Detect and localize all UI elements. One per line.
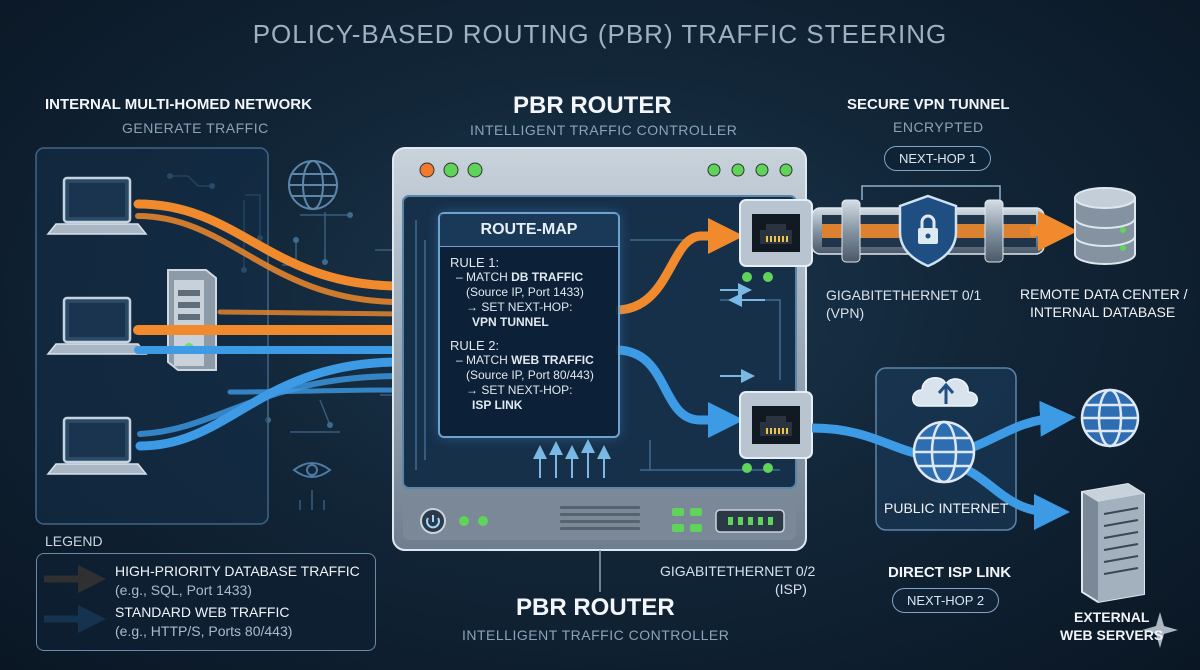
nexthop1-bracket bbox=[861, 185, 1001, 200]
route-map-header: ROUTE-MAP bbox=[440, 214, 618, 247]
globe-icon bbox=[288, 160, 338, 210]
server-tower-icon bbox=[167, 269, 217, 371]
router-title-top: PBR ROUTER bbox=[513, 92, 672, 119]
nexthop1-badge: NEXT-HOP 1 bbox=[884, 146, 992, 171]
interface-g02-label: GIGABITETHERNET 0/2 bbox=[660, 563, 816, 579]
nexthop2-badge: NEXT-HOP 2 bbox=[892, 588, 1000, 613]
external-line1: EXTERNAL bbox=[1074, 609, 1150, 625]
router-subtitle-top: INTELLIGENT TRAFFIC CONTROLLER bbox=[470, 122, 738, 138]
remote-dc-line2: INTERNAL DATABASE bbox=[1030, 304, 1176, 320]
legend-web-label: STANDARD WEB TRAFFIC bbox=[115, 604, 290, 620]
rule2-set: → SET NEXT-HOP: bbox=[466, 383, 573, 397]
internal-network-subtitle: GENERATE TRAFFIC bbox=[122, 120, 269, 136]
router-title-bottom: PBR ROUTER bbox=[516, 594, 675, 621]
rule1-title: RULE 1: bbox=[450, 255, 500, 270]
database-icon bbox=[1074, 187, 1136, 265]
router-subtitle-bottom: INTELLIGENT TRAFFIC CONTROLLER bbox=[462, 627, 730, 643]
public-internet-label: PUBLIC INTERNET bbox=[884, 500, 1009, 516]
upward-arrows bbox=[533, 283, 765, 478]
laptop-icon bbox=[46, 416, 148, 475]
interface-g01-label: GIGABITETHERNET 0/1 bbox=[826, 287, 982, 303]
rule1-detail: (Source IP, Port 1433) bbox=[466, 285, 584, 299]
vent-slots bbox=[560, 506, 640, 530]
interface-g01-sub: (VPN) bbox=[826, 305, 865, 321]
legend-db-label: HIGH-PRIORITY DATABASE TRAFFIC bbox=[115, 563, 360, 579]
external-line2: WEB SERVERS bbox=[1060, 627, 1164, 643]
legend-db-detail: (e.g., SQL, Port 1433) bbox=[115, 582, 252, 598]
web-traffic-stream bbox=[134, 346, 405, 451]
globe-icon bbox=[1080, 388, 1140, 448]
db-traffic-stream bbox=[133, 199, 405, 335]
page-title: POLICY-BASED ROUTING (PBR) TRAFFIC STEER… bbox=[252, 19, 948, 49]
legend-box bbox=[36, 553, 376, 651]
rule2-detail: (Source IP, Port 80/443) bbox=[466, 368, 594, 382]
interface-g02-sub: (ISP) bbox=[775, 581, 807, 597]
isp-title: DIRECT ISP LINK bbox=[888, 564, 1012, 581]
rule2-title: RULE 2: bbox=[450, 338, 500, 353]
port-status-leds bbox=[742, 272, 773, 473]
power-icon bbox=[420, 508, 446, 534]
rule1-match: – MATCH DB TRAFFIC bbox=[456, 270, 584, 284]
panel-leds bbox=[459, 508, 785, 533]
laptop-icon bbox=[46, 176, 148, 235]
rule2-target: ISP LINK bbox=[472, 398, 523, 412]
status-leds bbox=[419, 162, 793, 178]
sparkle-icon bbox=[1142, 612, 1178, 648]
laptop-icon bbox=[46, 296, 148, 355]
web-route-arrow bbox=[615, 345, 744, 438]
eye-icon bbox=[292, 462, 332, 478]
legend-title: LEGEND bbox=[45, 533, 103, 549]
server-rack-icon bbox=[1081, 482, 1145, 604]
rule1-target: VPN TUNNEL bbox=[472, 315, 549, 329]
legend-web-detail: (e.g., HTTP/S, Ports 80/443) bbox=[115, 623, 293, 639]
route-map-panel: ROUTE-MAP RULE 1: – MATCH DB TRAFFIC (So… bbox=[438, 212, 620, 438]
vpn-title: SECURE VPN TUNNEL bbox=[847, 96, 1010, 113]
remote-dc-line1: REMOTE DATA CENTER / bbox=[1020, 286, 1188, 302]
rule1-set: → SET NEXT-HOP: bbox=[466, 300, 573, 314]
shield-lock-icon bbox=[898, 194, 958, 268]
ethernet-port-icon bbox=[739, 391, 813, 459]
rule2-match: – MATCH WEB TRAFFIC bbox=[456, 353, 594, 367]
db-route-arrow bbox=[615, 218, 744, 315]
vpn-subtitle: ENCRYPTED bbox=[893, 119, 984, 135]
cloud-upload-icon bbox=[912, 377, 978, 407]
globe-icon bbox=[912, 420, 976, 484]
ethernet-port-icon bbox=[739, 199, 813, 267]
internal-network-title: INTERNAL MULTI-HOMED NETWORK bbox=[45, 96, 312, 113]
